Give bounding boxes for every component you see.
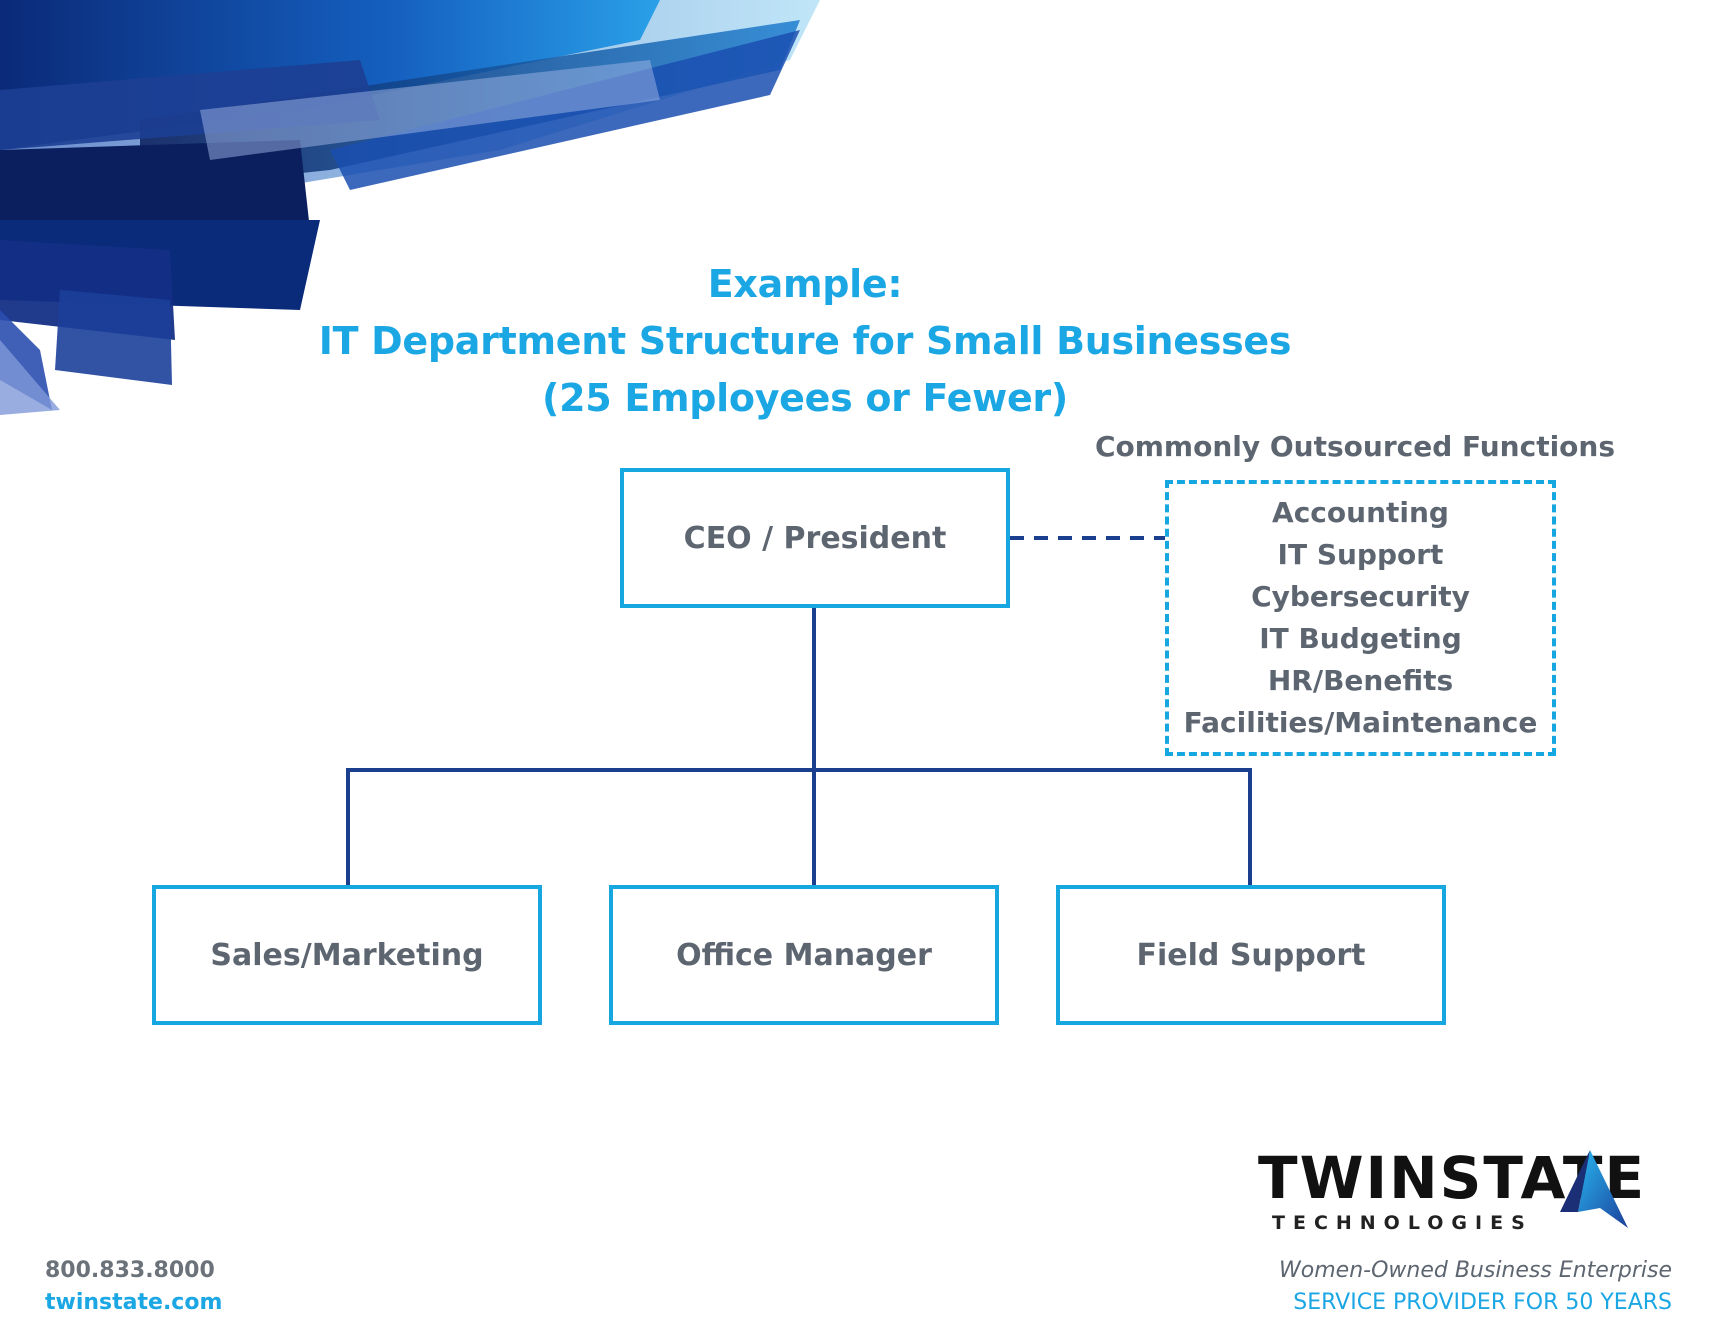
tagline-service-years: SERVICE PROVIDER FOR 50 YEARS [1293, 1290, 1672, 1315]
decorative-swoosh [0, 0, 820, 415]
ceo-president-box: CEO / President [620, 468, 1010, 608]
sales-marketing-label: Sales/Marketing [210, 937, 484, 973]
outsourced-item: HR/Benefits [1267, 664, 1454, 697]
field-support-box: Field Support [1056, 885, 1446, 1025]
outsourced-item: Facilities/Maintenance [1183, 706, 1538, 739]
outsourced-functions-heading: Commonly Outsourced Functions [1094, 430, 1616, 463]
office-manager-label: Office Manager [676, 937, 932, 973]
outsourced-functions-box: Accounting IT Support Cybersecurity IT B… [1165, 480, 1556, 756]
tagline-wobe: Women-Owned Business Enterprise [1279, 1258, 1672, 1283]
outsourced-item: Accounting [1272, 496, 1449, 529]
outsourced-item: IT Support [1277, 538, 1444, 571]
website-link[interactable]: twinstate.com [45, 1290, 223, 1315]
logo-triangle-icon [1560, 1150, 1628, 1228]
office-manager-box: Office Manager [609, 885, 999, 1025]
technologies-wordmark: TECHNOLOGIES [1272, 1212, 1533, 1234]
outsourced-item: Cybersecurity [1251, 580, 1470, 613]
phone-number: 800.833.8000 [45, 1258, 215, 1283]
diagram-title-line1: Example: [707, 262, 903, 306]
diagram-title-line3: (25 Employees or Fewer) [542, 376, 1068, 420]
diagram-title-line2: IT Department Structure for Small Busine… [318, 319, 1292, 363]
field-support-label: Field Support [1136, 937, 1366, 973]
sales-marketing-box: Sales/Marketing [152, 885, 542, 1025]
outsourced-item: IT Budgeting [1259, 622, 1462, 655]
ceo-president-label: CEO / President [683, 520, 947, 556]
